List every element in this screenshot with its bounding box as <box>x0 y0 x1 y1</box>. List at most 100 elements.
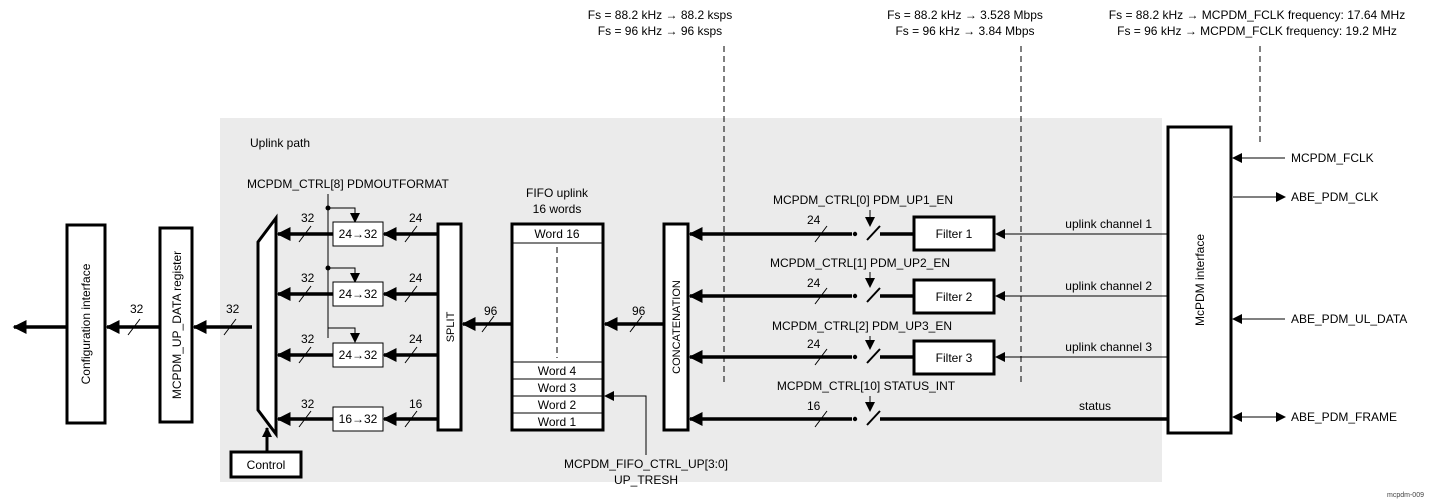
bus-slash <box>127 318 141 336</box>
channel3-enable-switch <box>866 348 881 364</box>
pdmoutformat-register-label: MCPDM_CTRL[8] PDMOUTFORMAT <box>247 177 449 191</box>
bus-width-label: 32 <box>301 397 315 411</box>
bus-width-label: 32 <box>130 302 144 316</box>
bus-slash <box>404 346 418 364</box>
converter-24-32-1 <box>332 221 384 247</box>
bus-slash <box>814 348 828 366</box>
mcpdm-interface-block <box>1166 125 1233 435</box>
split-block <box>436 222 463 432</box>
bus-width-label: 24 <box>409 211 423 225</box>
filter3-label: Filter 3 <box>936 351 973 365</box>
uplink-path-label: Uplink path <box>250 136 310 150</box>
fifo-ctrl-register-label: MCPDM_FIFO_CTRL_UP[3:0] <box>564 457 728 471</box>
bus-width-label: 32 <box>301 211 315 225</box>
figure-id: mcpdm-009 <box>1387 492 1424 499</box>
channel1-enable-switch <box>866 225 881 241</box>
configuration-interface-block <box>65 223 107 425</box>
fifo-word-4: Word 4 <box>538 364 577 378</box>
abe-pdm-frame-label: ABE_PDM_FRAME <box>1291 410 1397 424</box>
abe-pdm-ul-data-label: ABE_PDM_UL_DATA <box>1291 312 1407 326</box>
filter2-label: Filter 2 <box>936 290 973 304</box>
fifo-word-16: Word 16 <box>534 227 579 241</box>
uplink-channel1-label: uplink channel 1 <box>1065 217 1152 231</box>
abe-pdm-clk-label: ABE_PDM_CLK <box>1291 190 1378 204</box>
concatenation-label: CONCATENATION <box>671 280 683 374</box>
converter-24-32-3 <box>332 342 384 368</box>
switch-contact <box>852 416 858 422</box>
fifo-title: FIFO uplink <box>526 186 589 200</box>
fs-mbps-note-1: Fs = 88.2 kHz → 3.528 Mbps <box>887 8 1043 22</box>
bus-width-label: 24 <box>409 271 423 285</box>
bus-width-label: 32 <box>226 302 240 316</box>
pdm-up2-en-label: MCPDM_CTRL[1] PDM_UP2_EN <box>770 256 950 270</box>
filter1-label: Filter 1 <box>936 227 973 241</box>
converter-16-32 <box>332 406 384 432</box>
converter-label: 24→32 <box>339 287 378 301</box>
bus-width-label: 32 <box>301 332 315 346</box>
bus-slash <box>298 346 312 364</box>
mcpdm-fclk-label: MCPDM_FCLK <box>1291 151 1374 165</box>
pdm-up1-en-label: MCPDM_CTRL[0] PDM_UP1_EN <box>773 193 953 207</box>
converter-label: 24→32 <box>339 348 378 362</box>
fifo-word-3: Word 3 <box>538 381 577 395</box>
format-ctrl-arrow-2 <box>328 267 360 283</box>
mcpdm-interface-label: McPDM interface <box>1193 234 1207 326</box>
bus-slash <box>223 318 237 336</box>
control-label: Control <box>247 458 286 472</box>
uplink-channel2-label: uplink channel 2 <box>1065 279 1152 293</box>
filter1-block <box>912 215 996 252</box>
pdm-up3-en-label: MCPDM_CTRL[2] PDM_UP3_EN <box>772 319 952 333</box>
channel2-enable-switch <box>866 287 881 303</box>
converter-label: 24→32 <box>339 227 378 241</box>
bus-slash <box>298 410 312 428</box>
bus-slash <box>814 225 828 243</box>
fifo-word-1: Word 1 <box>538 415 577 429</box>
configuration-interface-label: Configuration interface <box>79 263 93 384</box>
up-data-register-block <box>158 226 194 424</box>
bus-slash <box>481 315 495 333</box>
bus-width-label: 24 <box>807 337 821 351</box>
bus-slash <box>298 225 312 243</box>
bus-slash <box>404 285 418 303</box>
fifo-size-label: 16 words <box>533 202 582 216</box>
status-label: status <box>1079 399 1111 413</box>
up-data-register-label: MCPDM_UP_DATA register <box>170 251 184 399</box>
fs-fclk-note-2: Fs = 96 kHz → MCPDM_FCLK frequency: 19.2… <box>1117 24 1397 38</box>
bus-width-label: 24 <box>807 213 821 227</box>
converter-label: 16→32 <box>339 412 378 426</box>
up-tresh-label: UP_TRESH <box>614 473 678 487</box>
bus-width-label: 24 <box>409 332 423 346</box>
output-multiplexer <box>256 213 278 439</box>
filter2-block <box>912 278 996 315</box>
switch-contact <box>852 354 858 360</box>
bus-width-label: 16 <box>807 399 821 413</box>
status-int-label: MCPDM_CTRL[10] STATUS_INT <box>777 379 956 393</box>
bus-slash <box>298 285 312 303</box>
fifo-threshold-arrow <box>604 391 647 455</box>
bus-width-label: 32 <box>301 271 315 285</box>
bus-slash <box>629 315 643 333</box>
filter3-block <box>912 339 996 376</box>
fifo-word-2: Word 2 <box>538 398 577 412</box>
bus-slash <box>404 225 418 243</box>
switch-contact <box>852 293 858 299</box>
switch-contact <box>852 231 858 237</box>
bus-width-label: 96 <box>632 304 646 318</box>
bus-slash <box>814 410 828 428</box>
concatenation-block <box>662 222 690 432</box>
fs-mbps-note-2: Fs = 96 kHz → 3.84 Mbps <box>895 24 1034 38</box>
fs-ksps-note-2: Fs = 96 kHz → 96 ksps <box>598 24 722 38</box>
converter-24-32-2 <box>332 281 384 307</box>
bus-width-label: 16 <box>409 397 423 411</box>
status-enable-switch <box>866 410 881 426</box>
bus-width-label: 96 <box>484 304 498 318</box>
bus-width-label: 24 <box>807 276 821 290</box>
bus-slash <box>814 287 828 305</box>
split-label: SPLIT <box>445 311 457 342</box>
format-ctrl-arrow-3 <box>328 327 360 343</box>
control-block <box>229 450 303 479</box>
bus-slash <box>404 410 418 428</box>
fs-ksps-note-1: Fs = 88.2 kHz → 88.2 ksps <box>588 8 732 22</box>
format-ctrl-arrow-1 <box>328 207 360 223</box>
